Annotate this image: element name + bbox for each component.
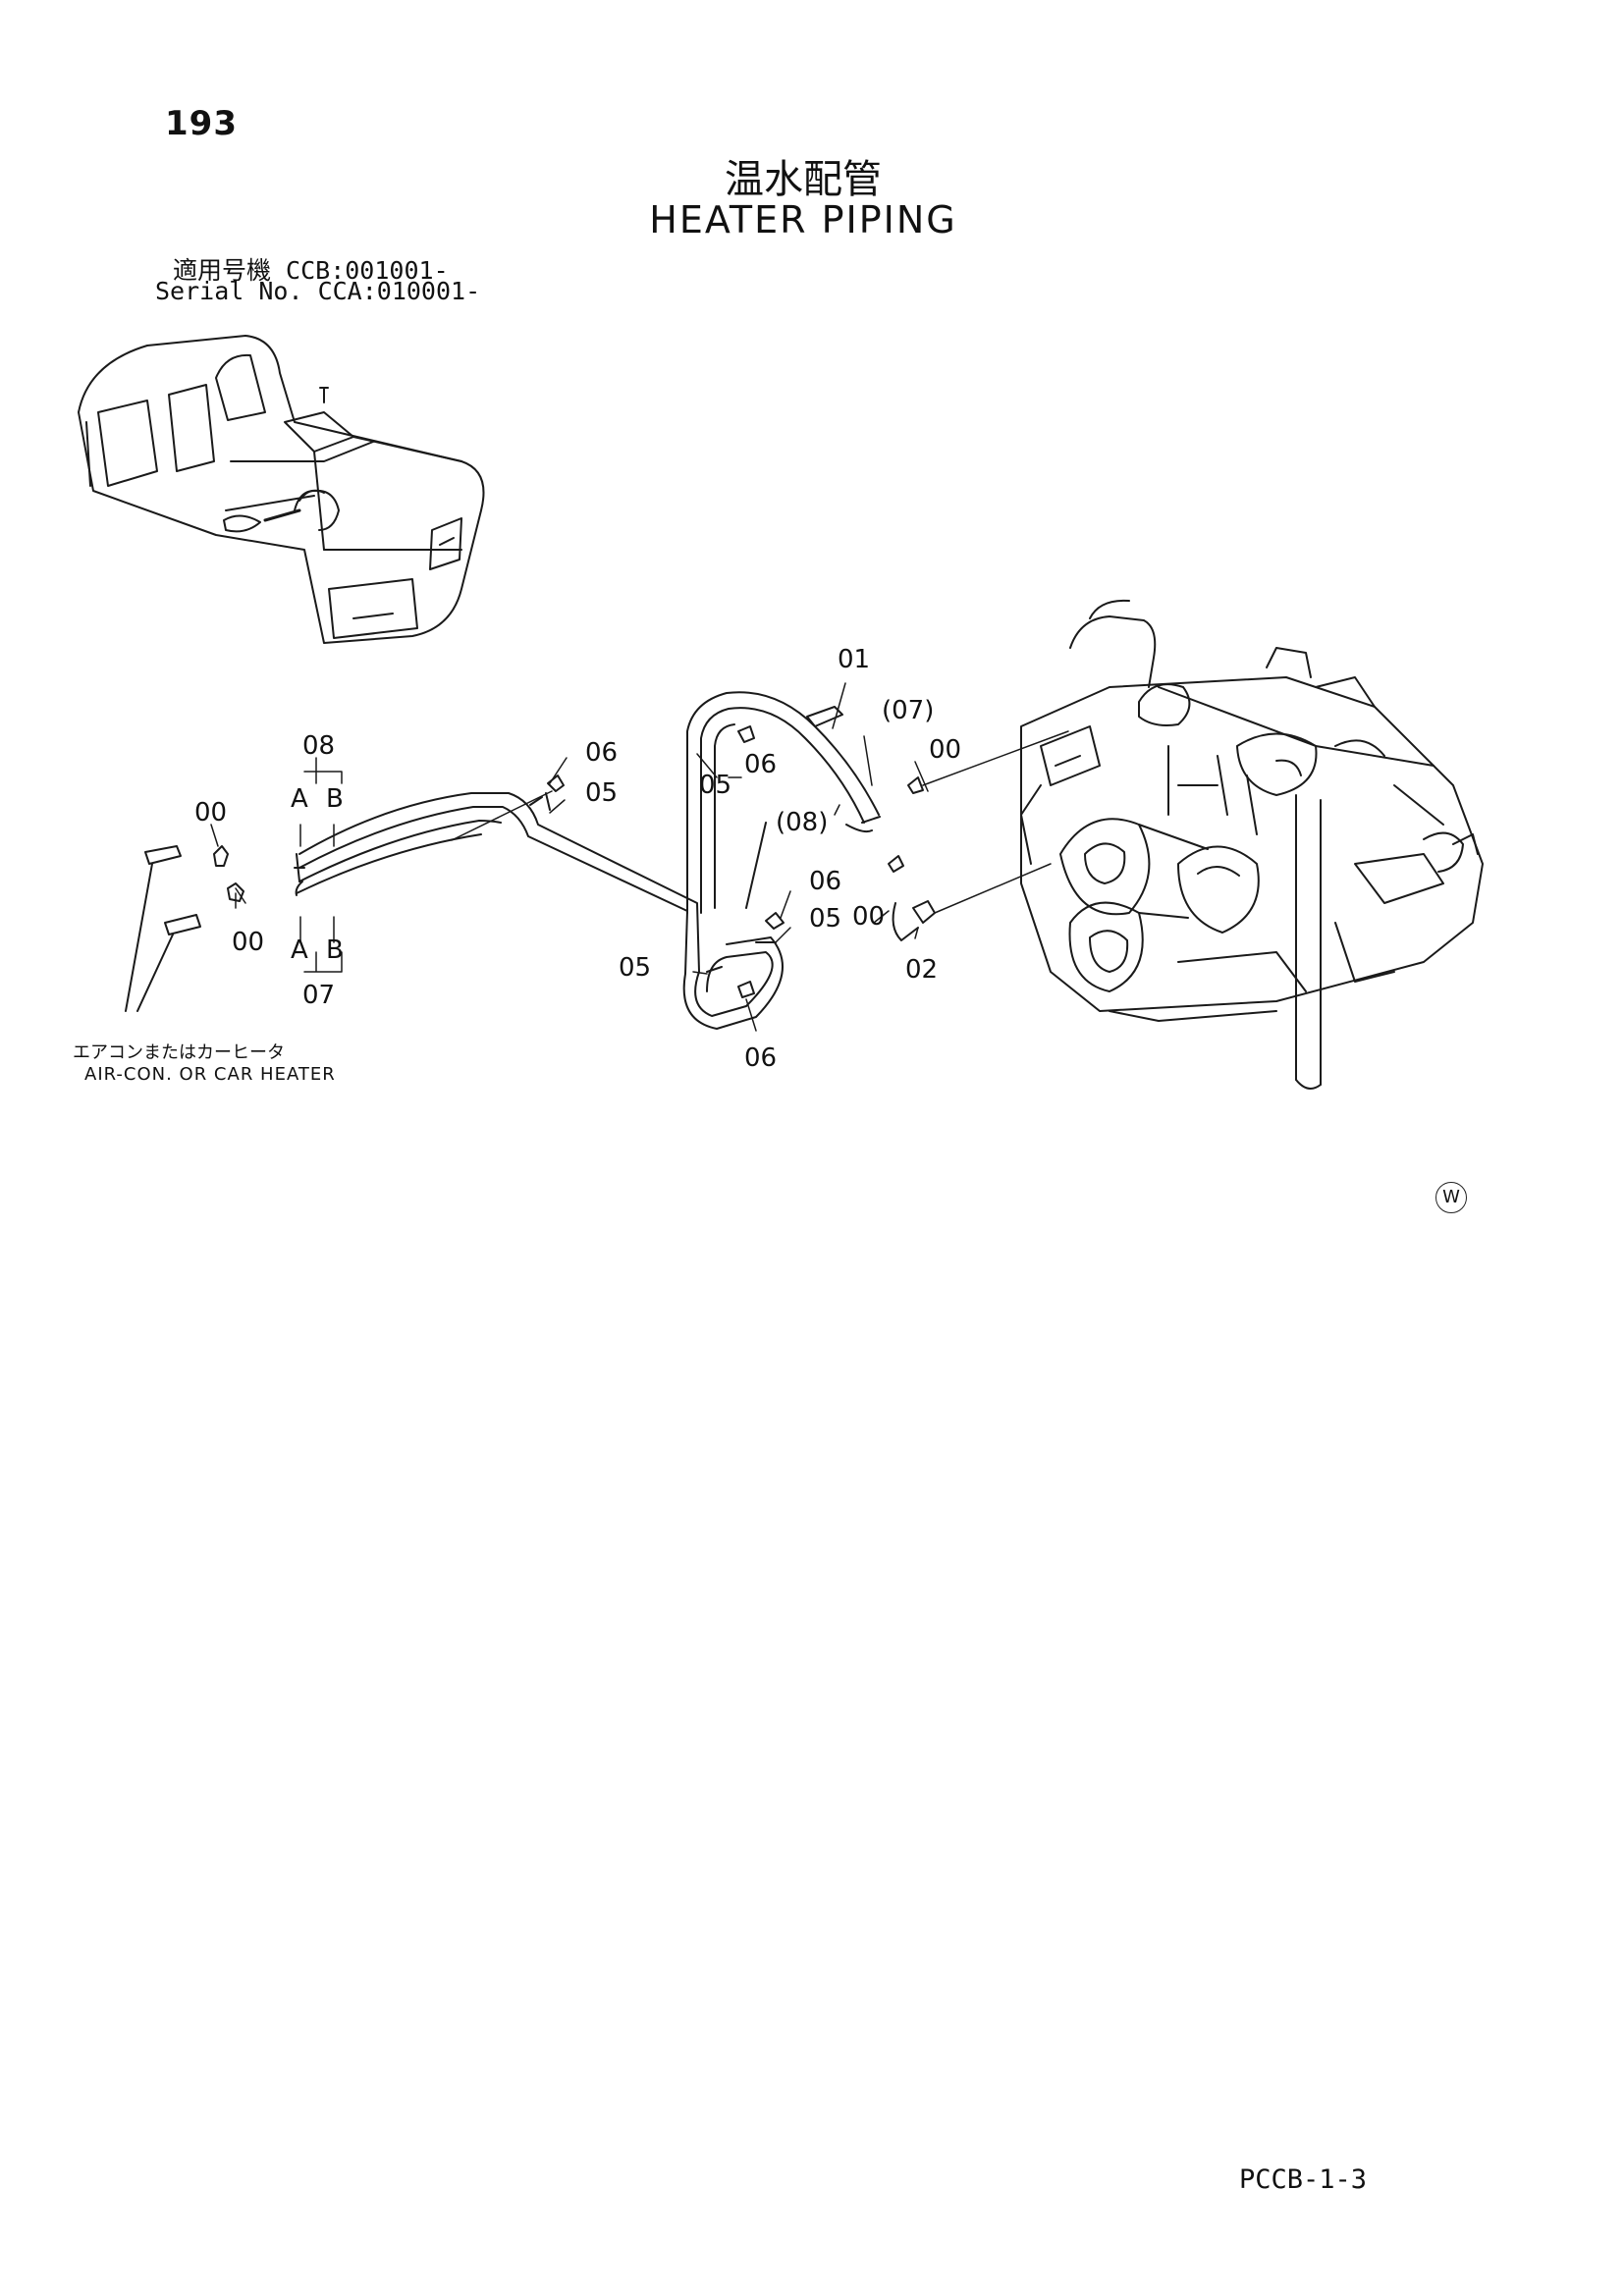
leader-lines xyxy=(210,682,1069,1032)
callout-07-paren: (07) xyxy=(882,696,934,725)
callout-06-c: 06 xyxy=(809,867,841,896)
serial-applicable-line: 適用号機 CCB:001001- xyxy=(173,256,449,285)
callout-07: 07 xyxy=(302,981,335,1010)
page-title-japanese: 温水配管 xyxy=(725,157,882,202)
callout-06-d: 06 xyxy=(744,1043,777,1073)
callout-02: 02 xyxy=(905,955,938,985)
page-title-english: HEATER PIPING xyxy=(649,198,957,241)
aircon-label-japanese: エアコンまたはカーヒータ xyxy=(73,1042,285,1063)
callout-05-b: 05 xyxy=(699,771,731,800)
callout-01: 01 xyxy=(838,645,870,674)
callout-a-bottom: A xyxy=(291,935,308,965)
serial-number-line: Serial No. CCA:010001- xyxy=(155,277,481,305)
callout-05-a: 05 xyxy=(585,778,618,808)
callout-labels: 01 (07) 00 06 05 06 05 (08) 08 00 00 A B… xyxy=(194,645,961,1073)
page-footer-code: PCCB-1-3 xyxy=(1239,2164,1368,2195)
heater-hose-run xyxy=(294,691,881,1030)
callout-00-lower: 00 xyxy=(232,928,264,957)
callout-06-b: 06 xyxy=(744,750,777,779)
page-number: 193 xyxy=(165,104,238,143)
callout-00-mid: 00 xyxy=(852,902,885,932)
excavator-overview xyxy=(78,335,485,644)
callout-08: 08 xyxy=(302,731,335,761)
callout-b-bottom: B xyxy=(326,935,344,965)
circled-letter-icon: W xyxy=(1435,1182,1467,1213)
callout-08-paren: (08) xyxy=(776,808,828,837)
callout-06-a: 06 xyxy=(585,738,618,768)
engine-assembly xyxy=(1020,599,1484,1090)
aircon-label-english: AIR-CON. OR CAR HEATER xyxy=(84,1064,336,1085)
aircon-hose-stubs xyxy=(125,845,201,1012)
callout-05-c: 05 xyxy=(809,904,841,934)
callout-00-top: 00 xyxy=(929,735,961,765)
callout-05-d: 05 xyxy=(619,953,651,983)
callout-00-left: 00 xyxy=(194,798,227,828)
callout-b-top: B xyxy=(326,784,344,814)
callout-a-top: A xyxy=(291,784,308,814)
